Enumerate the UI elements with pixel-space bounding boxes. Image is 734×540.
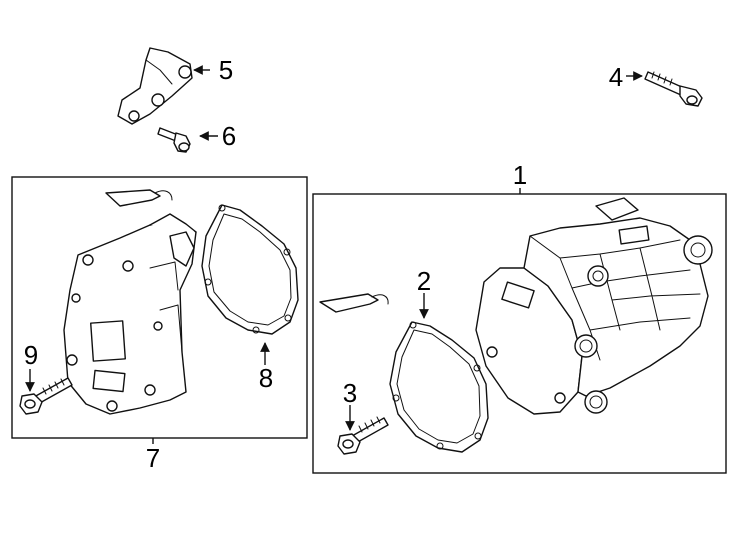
callout-7: 7 xyxy=(146,443,160,473)
callout-6: 6 xyxy=(222,121,236,151)
bolt-part-6 xyxy=(157,127,191,153)
gasket-part-2 xyxy=(389,321,489,453)
callout-3: 3 xyxy=(343,378,357,408)
callout-1: 1 xyxy=(513,160,527,190)
bolt-part-4 xyxy=(644,71,703,107)
compressor-part-1 xyxy=(475,197,713,415)
inverter-cover xyxy=(63,213,197,415)
bolt-part-9 xyxy=(19,377,73,415)
callout-5: 5 xyxy=(219,55,233,85)
group-box-7 xyxy=(11,176,308,439)
gasket-part-8 xyxy=(201,204,299,335)
callout-8: 8 xyxy=(259,363,273,393)
callout-4: 4 xyxy=(609,62,623,92)
bolt-part-3 xyxy=(337,416,389,455)
callout-9: 9 xyxy=(24,340,38,370)
connector-clip xyxy=(105,189,173,207)
bracket-part-5 xyxy=(117,47,193,125)
callout-2: 2 xyxy=(417,266,431,296)
connector-clip-right xyxy=(319,293,389,313)
